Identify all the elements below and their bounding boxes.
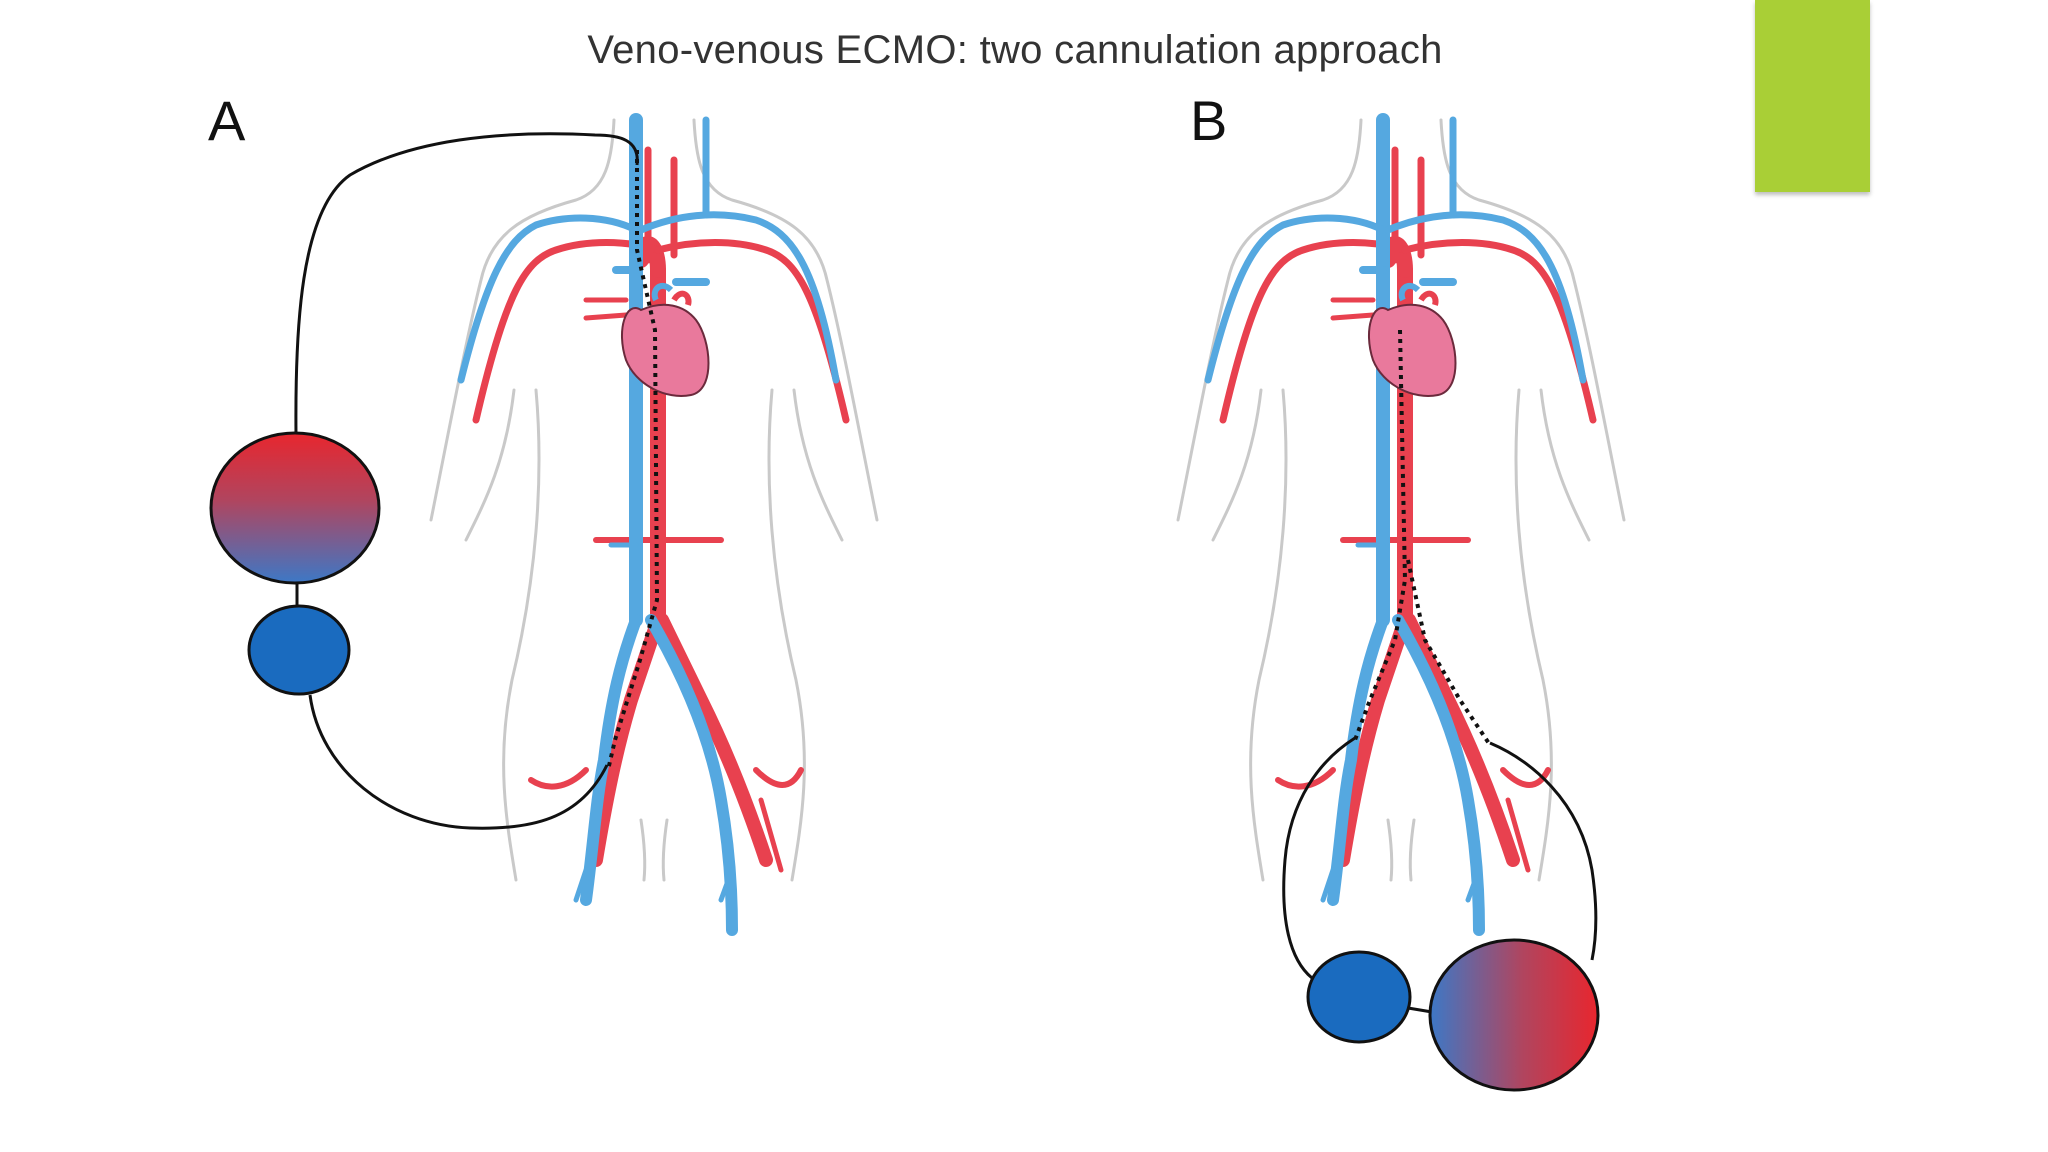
panel-a-return-line — [294, 132, 639, 436]
panel-a-oxygenator — [209, 431, 381, 585]
panel-b-figure — [1178, 120, 1624, 930]
panel-a-dotted-cannula — [606, 150, 660, 771]
panel-b-oxygenator — [1428, 938, 1600, 1092]
panel-b-drainage-line — [1282, 736, 1356, 980]
panel-label-a: A — [208, 89, 246, 152]
panel-b-connector — [1407, 1006, 1433, 1014]
panel-b-dotted-cannula-left — [1353, 329, 1408, 741]
panel-b-pump — [1306, 950, 1412, 1044]
panel-a-pump — [247, 604, 351, 696]
panel-a-figure — [431, 120, 877, 930]
accent-bar — [1755, 0, 1870, 192]
panel-a-drainage-line — [308, 694, 609, 830]
panel-label-b: B — [1190, 89, 1228, 152]
slide-title: Veno-venous ECMO: two cannulation approa… — [587, 28, 1443, 72]
panel-b-return-line — [1489, 741, 1598, 961]
